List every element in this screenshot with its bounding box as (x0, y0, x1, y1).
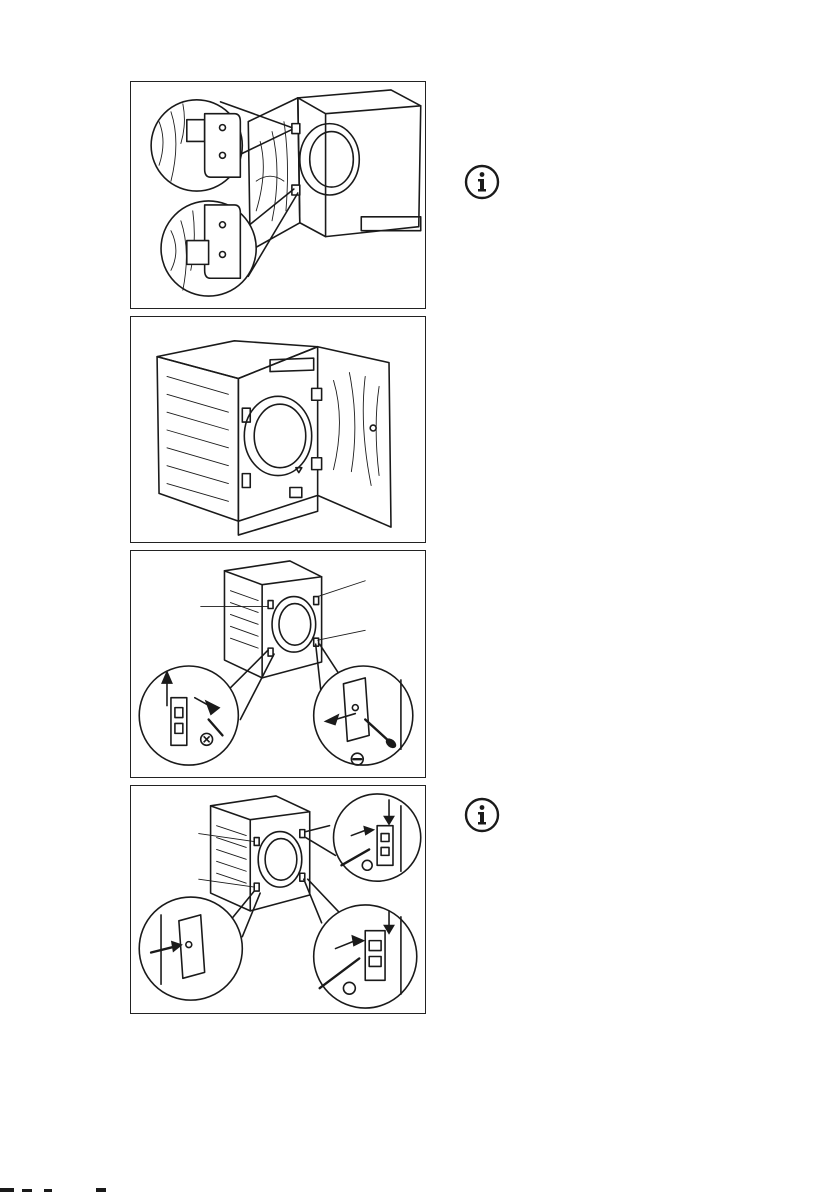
figure-remove-latch-drawing (131, 551, 425, 777)
figure-door-mounted-drawing (131, 317, 425, 542)
footer-cropped-mark (0, 1186, 110, 1192)
info-icon (464, 797, 500, 833)
figure-fit-latch-drawing (131, 786, 425, 1013)
figure-hinges-door-drawing (131, 82, 425, 308)
info-icon (464, 164, 500, 200)
figure-door-mounted (130, 316, 426, 543)
figure-remove-latch (130, 550, 426, 778)
figure-fit-latch (130, 785, 426, 1014)
figure-hinges-door (130, 81, 426, 309)
